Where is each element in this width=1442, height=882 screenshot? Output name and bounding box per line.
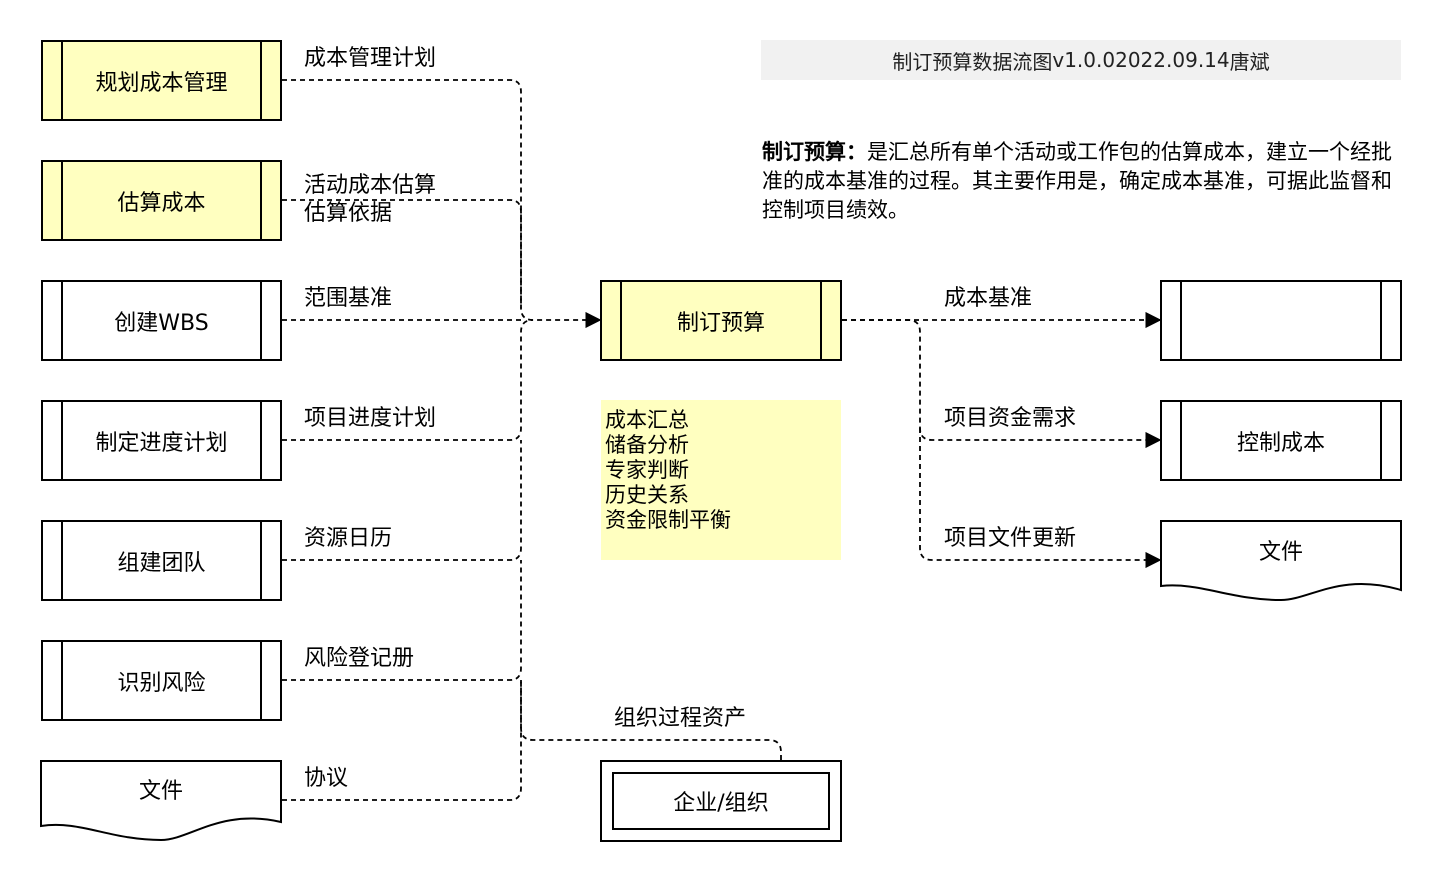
flow-label: 项目进度计划	[304, 406, 437, 431]
diagram-author: 唐斌	[1229, 49, 1270, 74]
tool-item: 资金限制平衡	[605, 508, 731, 532]
flow-label: 组织过程资产	[614, 706, 747, 731]
process-estimate-cost[interactable]: 估算成本	[41, 160, 282, 241]
process-description: 制订预算：是汇总所有单个活动或工作包的估算成本，建立一个经批准的成本基准的过程。…	[762, 138, 1402, 225]
flow-label: 资源日历	[304, 526, 393, 551]
description-term: 制订预算：	[762, 140, 867, 164]
flow-label: 成本管理计划	[304, 46, 437, 71]
flow-label: 项目资金需求	[944, 406, 1077, 431]
flow-label: 范围基准	[304, 286, 393, 311]
process-schedule[interactable]: 制定进度计划	[41, 400, 282, 481]
flow-label: 成本基准	[944, 286, 1033, 311]
tool-item: 储备分析	[605, 433, 689, 457]
process-label: 控制成本	[1236, 430, 1325, 456]
flow-line-doc-update	[919, 428, 1162, 569]
process-determine-budget[interactable]: 制订预算	[600, 280, 842, 361]
process-label: 识别风险	[117, 670, 206, 696]
output-document-shape	[1160, 520, 1402, 602]
description-text: 是汇总所有单个活动或工作包的估算成本，建立一个经批准的成本基准的过程。其主要作用…	[762, 140, 1392, 222]
flow-line-org-assets	[520, 680, 782, 760]
process-control-cost[interactable]: 控制成本	[1160, 400, 1402, 481]
tool-item: 历史关系	[605, 483, 689, 507]
process-label: 估算成本	[117, 190, 206, 216]
flow-label: 活动成本估算	[304, 173, 437, 198]
process-label: 制订预算	[676, 310, 765, 336]
diagram-header: 制订预算数据流图 v1.0.0 2022.09.14 唐斌	[761, 40, 1401, 80]
process-team[interactable]: 组建团队	[41, 520, 282, 601]
diagram-title: 制订预算数据流图	[892, 49, 1053, 74]
flow-label: 风险登记册	[304, 646, 415, 671]
tools-techniques-box: 成本汇总 储备分析 专家判断 历史关系 资金限制平衡	[601, 400, 841, 560]
input-document-label[interactable]: 文件	[138, 779, 183, 804]
flow-line-schedule	[282, 319, 534, 441]
output-cost-baseline-process[interactable]	[1160, 280, 1402, 361]
tool-item: 成本汇总	[605, 408, 689, 432]
process-create-wbs[interactable]: 创建WBS	[41, 280, 282, 361]
flow-line-cost-estimate	[282, 199, 522, 308]
tool-item: 专家判断	[605, 458, 689, 482]
process-plan-cost-mgmt[interactable]: 规划成本管理	[41, 40, 282, 121]
process-risk[interactable]: 识别风险	[41, 640, 282, 721]
process-label: 组建团队	[117, 550, 206, 576]
external-entity-label: 企业/组织	[612, 772, 830, 830]
flow-label: 估算依据	[304, 201, 393, 226]
external-entity-org[interactable]: 企业/组织	[600, 760, 842, 842]
flow-line-cost-plan	[282, 79, 602, 329]
flow-line-agreement	[282, 680, 522, 801]
process-label: 规划成本管理	[95, 70, 228, 96]
process-label: 创建WBS	[114, 310, 209, 336]
flow-line-resource	[282, 440, 522, 561]
diagram-version: v1.0.0	[1052, 48, 1116, 72]
flow-label: 协议	[304, 766, 349, 791]
output-document-label[interactable]: 文件	[1258, 540, 1303, 565]
input-document-shape	[40, 760, 282, 842]
diagram-date: 2022.09.14	[1115, 48, 1230, 72]
flow-line-risk	[282, 560, 522, 681]
process-label: 制定进度计划	[95, 430, 228, 456]
flow-label: 项目文件更新	[944, 526, 1077, 551]
